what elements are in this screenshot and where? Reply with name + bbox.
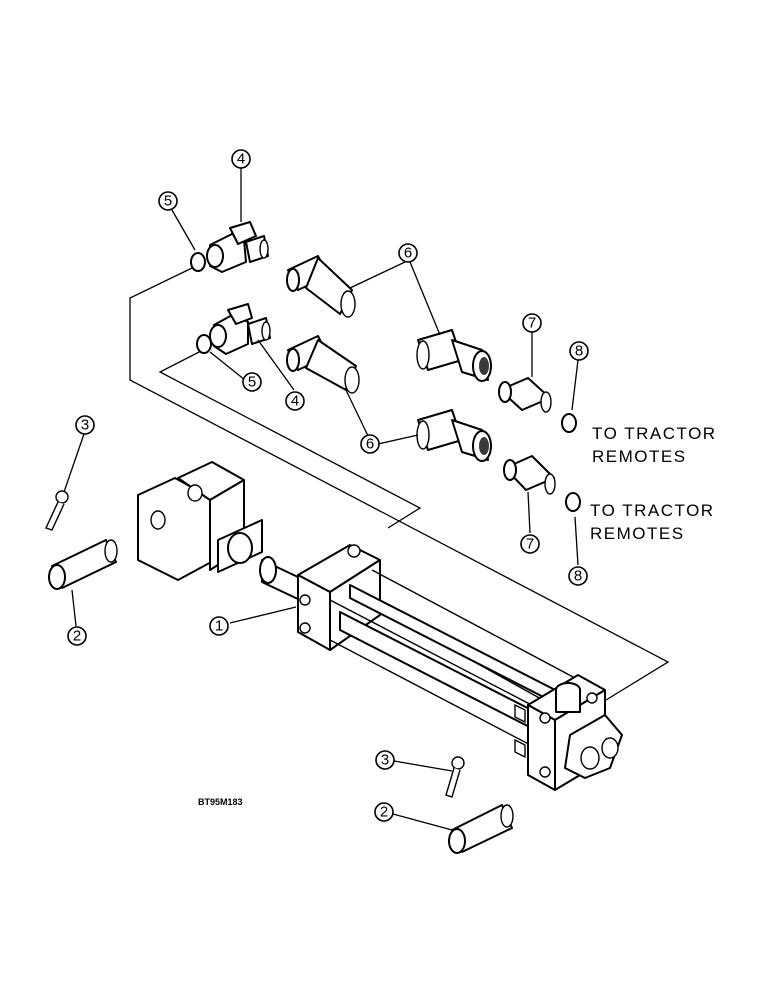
callout-7-upper: 7 [522,313,542,333]
svg-text:7: 7 [528,315,536,332]
callout-1: 1 [209,616,229,636]
svg-text:5: 5 [164,193,172,210]
svg-text:3: 3 [81,417,89,434]
note-remotes-upper: REMOTES [592,447,687,466]
pin-upper [48,539,118,590]
svg-text:8: 8 [575,343,583,360]
callout-6-lower: 6 [360,434,380,454]
callout-2-lower: 2 [374,802,394,822]
note-remotes-lower: REMOTES [590,524,685,543]
note-to-tractor-lower: TO TRACTOR [590,501,715,520]
callout-6-upper: 6 [398,243,418,263]
svg-text:5: 5 [248,374,256,391]
callout-3-lower: 3 [375,750,395,770]
elbow-fitting-upper [206,221,269,273]
cotter-pin-upper [45,490,69,531]
o-ring-5-lower [196,334,212,354]
svg-text:2: 2 [73,628,81,645]
coupler-upper [498,377,552,413]
pin-lower [448,804,514,854]
svg-text:1: 1 [215,618,223,635]
callout-5-upper: 5 [158,191,178,211]
callout-2-upper: 2 [67,626,87,646]
hydraulic-cylinder [259,544,623,791]
hose-routing-lines [129,267,670,701]
callout-5-lower: 5 [242,372,262,392]
rod-clevis [137,461,263,581]
callout-4-upper: 4 [231,149,251,169]
svg-text:4: 4 [291,393,299,410]
callout-8-upper: 8 [569,341,589,361]
svg-text:8: 8 [574,568,582,585]
callout-8-lower: 8 [568,566,588,586]
o-ring-8-upper [561,413,577,433]
svg-text:6: 6 [404,245,412,262]
callout-3-upper: 3 [75,415,95,435]
hose-end-upper-left [286,255,356,318]
o-ring-5-upper [190,252,206,272]
svg-text:2: 2 [380,804,388,821]
cotter-pin-lower [445,756,465,798]
svg-text:7: 7 [526,536,534,553]
hose-end-lower-left [286,335,360,394]
callout-4-lower: 4 [285,391,305,411]
coupler-lower [503,455,556,495]
svg-text:6: 6 [366,436,374,453]
figure-code: BT95M183 [198,797,243,807]
hose-end-upper-right [416,329,492,382]
note-to-tractor-upper: TO TRACTOR [592,424,717,443]
leader-lines [63,168,579,831]
elbow-fitting-lower [209,303,271,355]
hose-end-lower-right [416,409,492,462]
svg-text:3: 3 [381,752,389,769]
callout-7-lower: 7 [520,534,540,554]
o-ring-8-lower [565,492,581,512]
svg-text:4: 4 [237,151,245,168]
